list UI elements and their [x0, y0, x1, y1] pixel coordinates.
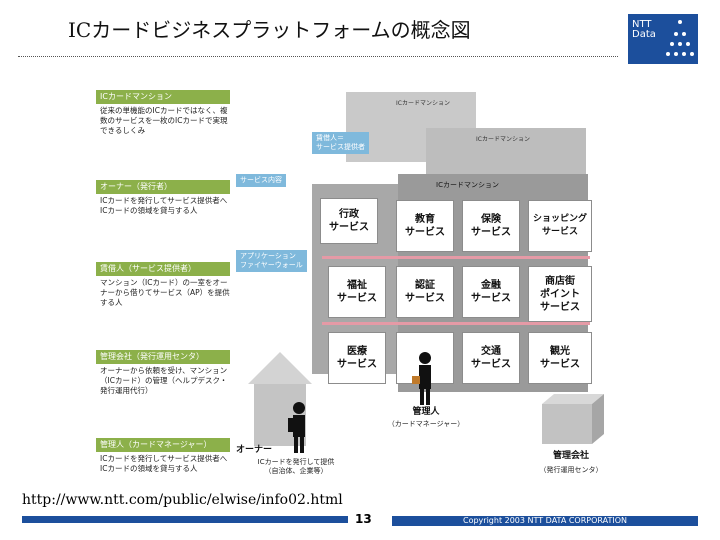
logo-dots-icon: [666, 20, 694, 56]
ntt-data-logo: NTT Data: [628, 14, 698, 64]
service-cell-transport: 交通 サービス: [462, 332, 520, 384]
note-app-firewall: アプリケーション ファイヤーウォール: [236, 250, 307, 272]
service-cell-finance: 金融 サービス: [462, 266, 520, 318]
desc-head-owner: オーナー（発行者）: [96, 180, 230, 194]
desc-body-manager: ICカードを発行してサービス提供者へICカードの領域を貸与する人: [100, 454, 228, 473]
owner-label: オーナー: [236, 445, 273, 455]
roof-label-2: ICカードマンション: [476, 136, 530, 143]
building-diagram: ICカードマンション ICカードマンション 行政 サービス ICカードマンション…: [236, 80, 706, 490]
service-cell-welfare: 福祉 サービス: [328, 266, 386, 318]
page-number: 13: [355, 512, 372, 526]
note-tenant: 賃借人＝ サービス提供者: [312, 132, 369, 154]
front-label: ICカードマンション: [436, 181, 499, 189]
service-cell-shopping: ショッピング サービス: [528, 200, 592, 252]
source-url: http://www.ntt.com/public/elwise/info02.…: [22, 492, 343, 508]
page-title: ICカードビジネスプラットフォームの概念図: [68, 18, 471, 42]
logo-line-1: NTT: [632, 19, 652, 30]
copyright-bar: Copyright 2003 NTT DATA CORPORATION: [392, 516, 698, 526]
desc-head-manager: 管理人（カードマネージャー）: [96, 438, 230, 452]
manager-figure-icon: [412, 352, 431, 405]
desc-head-company: 管理会社（発行運用センタ）: [96, 350, 230, 364]
floor-band-1: [322, 256, 590, 259]
roof-label-1: ICカードマンション: [396, 100, 450, 107]
logo-line-2: Data: [632, 29, 656, 40]
logo-text: NTT Data: [632, 20, 656, 40]
note-service-content: サービス内容: [236, 174, 286, 187]
company-building-icon: [542, 394, 604, 444]
title-divider: [18, 56, 618, 57]
manager-label: 管理人: [412, 407, 440, 417]
desc-head-mansion: ICカードマンション: [96, 90, 230, 104]
floor-band-2: [322, 322, 590, 325]
service-cell-medical: 医療 サービス: [328, 332, 386, 384]
desc-body-mansion: 従来の単機能のICカードではなく、複数のサービスを一枚のICカードで実現できるし…: [100, 106, 228, 135]
owner-figure-icon: [288, 402, 305, 453]
desc-body-owner: ICカードを発行してサービス提供者へICカードの領域を貸与する人: [100, 196, 228, 215]
service-cell-points: 商店街 ポイント サービス: [528, 266, 592, 322]
desc-head-tenant: 賃借人（サービス提供者）: [96, 262, 230, 276]
company-label: 管理会社: [552, 451, 589, 461]
service-cell-admin: 行政 サービス: [320, 198, 378, 244]
company-sublabel: （発行運用センタ）: [539, 466, 603, 474]
footer-bar-left: [22, 516, 348, 523]
service-cell-tourism: 観光 サービス: [528, 332, 592, 384]
service-cell-education: 教育 サービス: [396, 200, 454, 252]
manager-sublabel: （カードマネージャー）: [387, 420, 465, 428]
service-cell-insurance: 保険 サービス: [462, 200, 520, 252]
desc-body-company: オーナーから依頼を受け、マンション（ICカード）の管理（ヘルプデスク・発行運用代…: [100, 366, 228, 395]
owner-sublabel: ICカードを発行して提供 （自治体、企業等）: [257, 458, 335, 475]
desc-body-tenant: マンション（ICカード）の一室をオーナーから借りてサービス（AP）を提供する人: [100, 278, 230, 307]
service-cell-auth: 認証 サービス: [396, 266, 454, 318]
